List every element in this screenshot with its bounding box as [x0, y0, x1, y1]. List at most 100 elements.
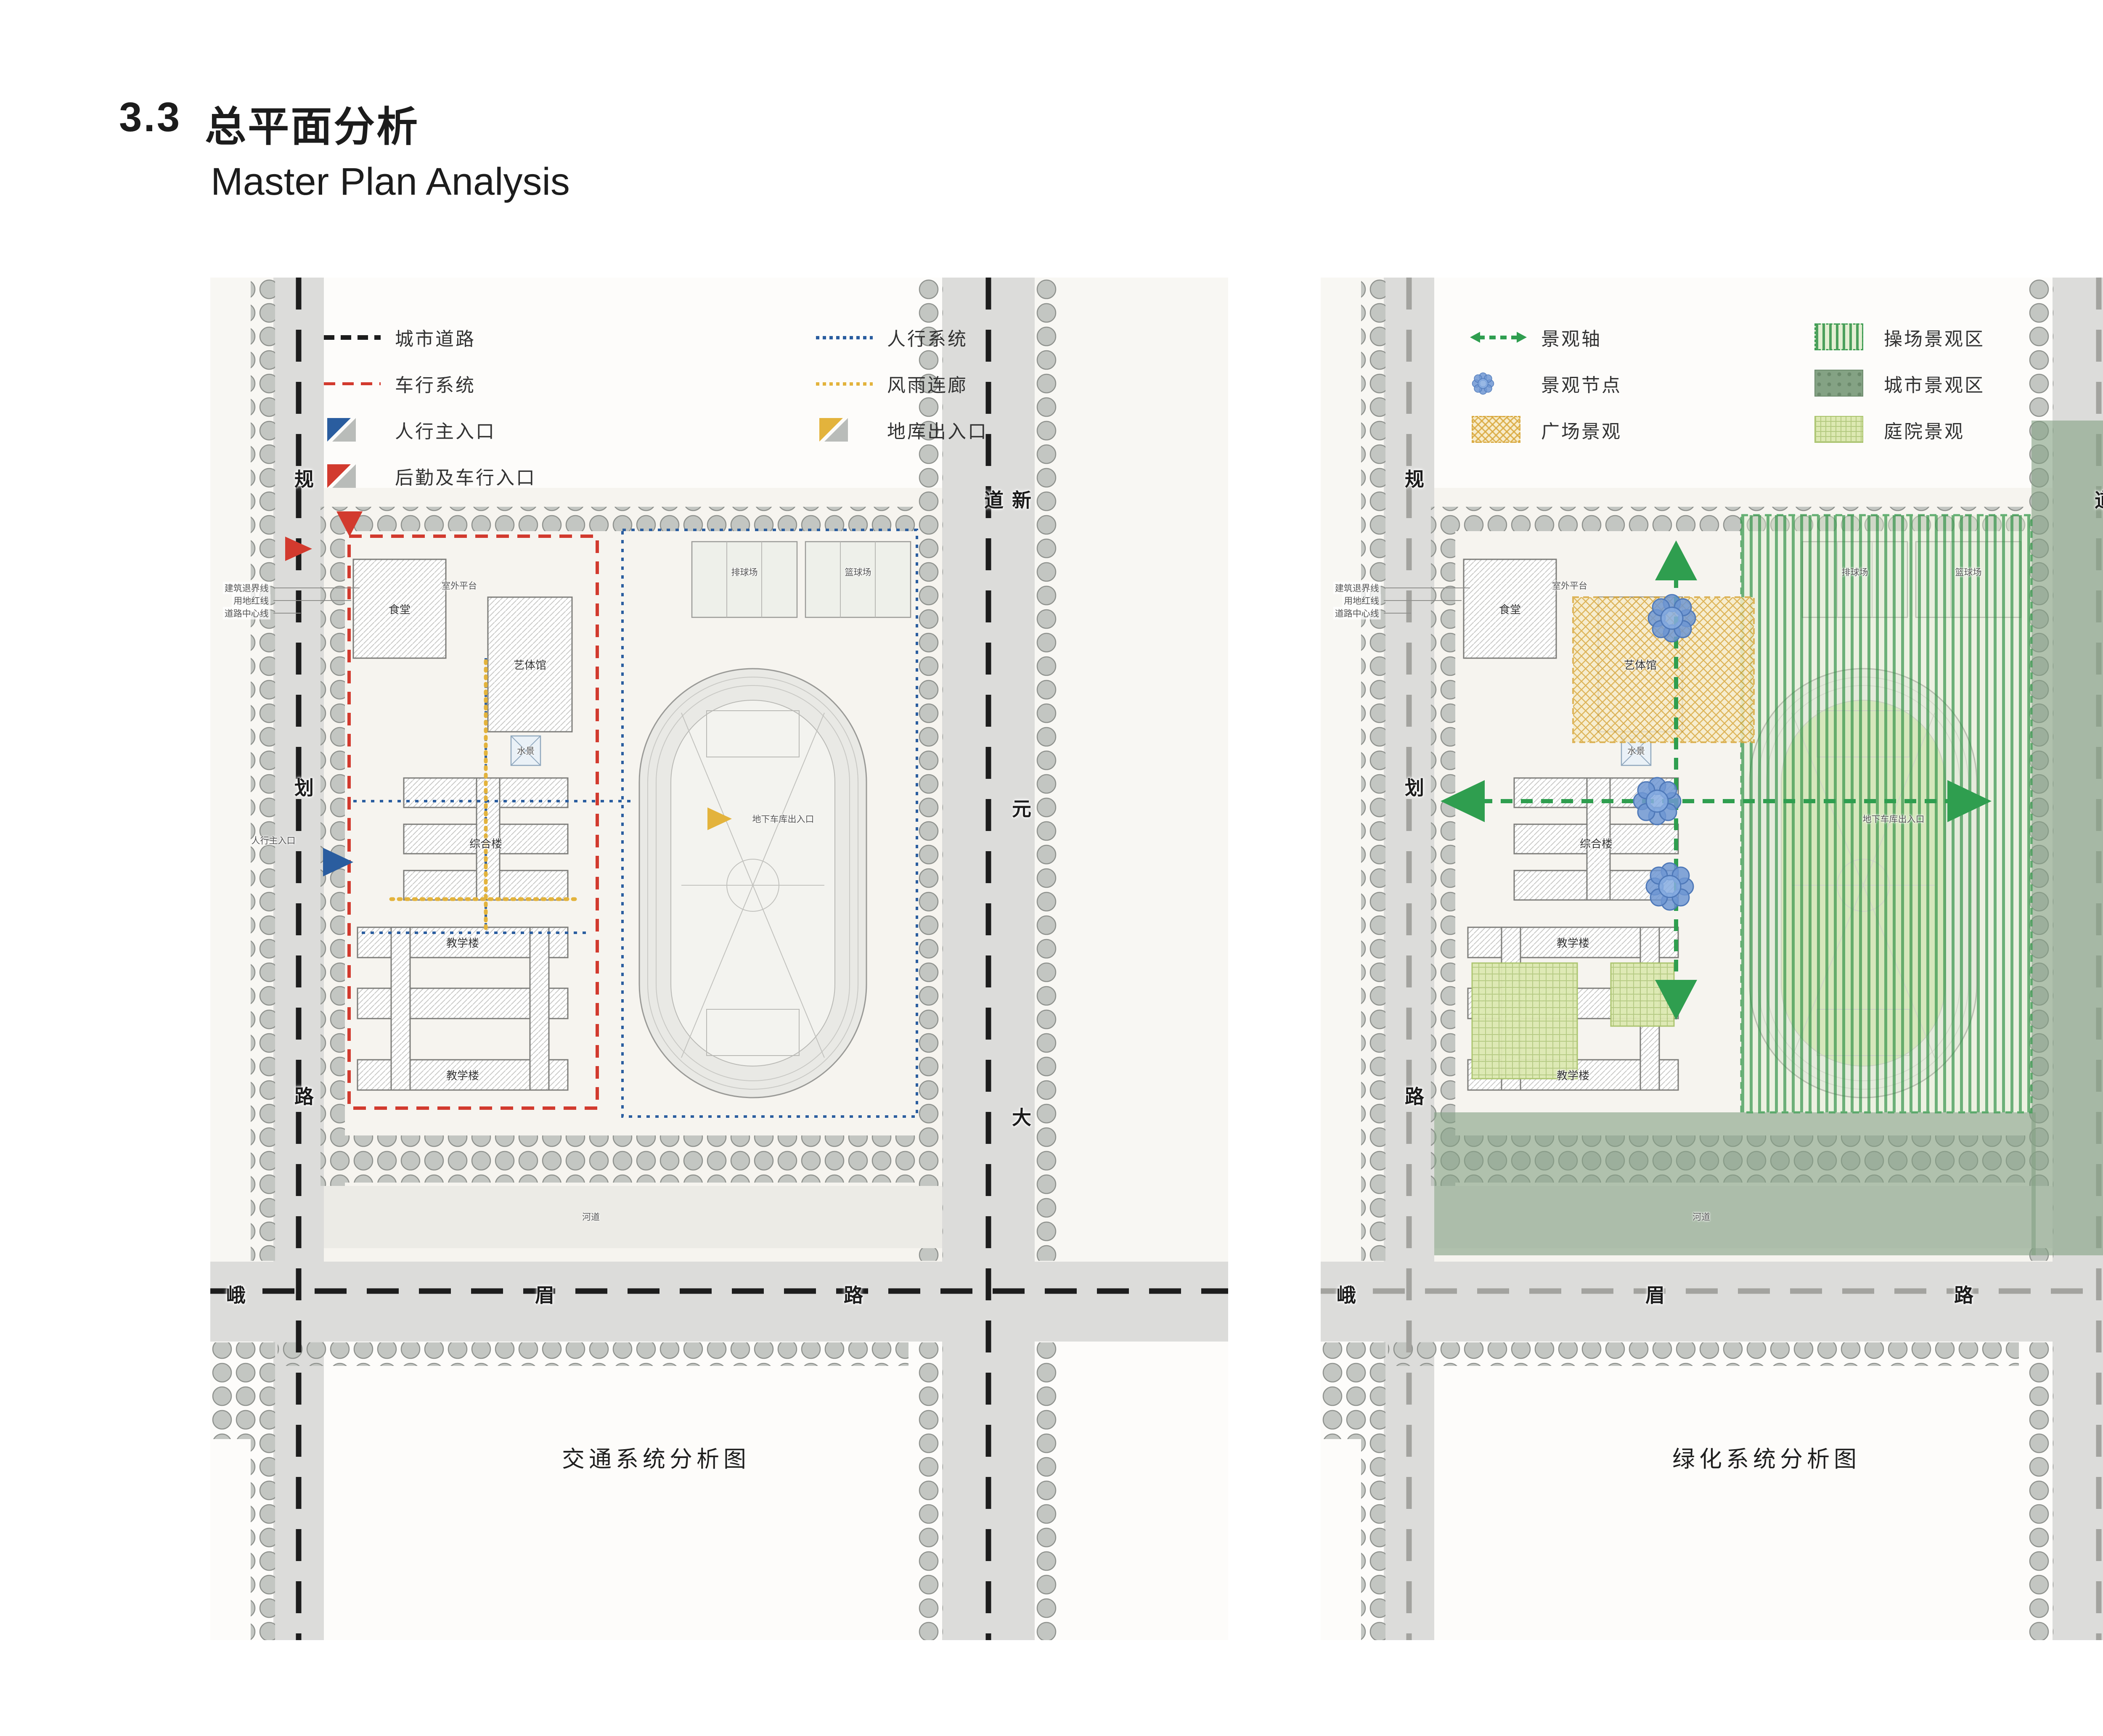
site-label-main-entry: 人行主入口 [251, 836, 296, 846]
legend-label: 操场景观区 [1884, 329, 1985, 349]
legend-label: 后勤及车行入口 [395, 468, 536, 488]
landscape-node [1645, 862, 1694, 911]
site-label-water: 水景 [517, 746, 535, 756]
landscape-node [1633, 777, 1682, 826]
road-name-west: 规划路 [1402, 469, 1424, 1395]
city-landscape-icon [1813, 368, 1870, 399]
playground-landscape-zone [1740, 514, 2033, 1114]
road-name-south: 峨眉路 [226, 1284, 1152, 1306]
legend-item-main-pedestrian-entrance: 人行主入口 [324, 415, 496, 445]
site-label-terrace: 室外平台 [1552, 581, 1587, 591]
legend-label: 庭院景观 [1884, 421, 1965, 442]
vehicle-dash-icon [324, 368, 381, 399]
legend-item-garage-entrance: 地库出入口 [816, 415, 988, 445]
axis-arrowheads [1441, 540, 1992, 1020]
city-road-dash-icon [324, 322, 381, 352]
legend-item-city-landscape: 城市景观区 [1813, 368, 1985, 399]
legend-item-plaza-landscape: 广场景观 [1470, 415, 1622, 445]
site-label-complex: 综合楼 [1579, 837, 1613, 850]
city-landscape-east [2031, 421, 2103, 1255]
site-label-teaching-a: 教学楼 [446, 937, 479, 950]
landscape-axes [1481, 576, 1952, 984]
site-label-basketball: 篮球场 [1955, 568, 1982, 577]
legend-item-courtyard-landscape: 庭院景观 [1813, 415, 1965, 445]
landscape-overlay [1434, 421, 2103, 1255]
site-label-garage-entry: 地下车库出入口 [752, 815, 814, 824]
green-analysis-panel: 景观轴 景观节点 广场景观 操场景观区 城市景观区 庭院景观 建筑退界线 用地红… [1321, 278, 2103, 1640]
legend-label: 人行系统 [887, 329, 968, 349]
legend-label: 城市景观区 [1884, 375, 1985, 396]
legend-item-city-road: 城市道路 [324, 322, 476, 352]
road-name-east: 新元大道 [2092, 490, 2103, 799]
page-title-en: Master Plan Analysis [211, 160, 570, 203]
road-name-east: 新元大道 [982, 490, 1031, 1416]
site-label-river: 河道 [582, 1212, 600, 1222]
site-label-teaching-a: 教学楼 [1556, 937, 1590, 950]
garage-entrance-icon [816, 415, 873, 445]
road-centerlines [210, 278, 1228, 1640]
traffic-system-overlay [285, 511, 918, 1118]
legend-item-service-entrance: 后勤及车行入口 [324, 461, 536, 491]
courtyard-landscape-icon [1813, 415, 1870, 445]
legend-item-landscape-axis: 景观轴 [1470, 322, 1602, 352]
section-number: 3.3 [119, 94, 182, 140]
site-label-basketball: 篮球场 [845, 568, 871, 577]
page-title: 3.3 总平面分析 [119, 93, 570, 153]
site-label-canteen: 食堂 [1499, 603, 1521, 616]
page-title-zh: 总平面分析 [205, 103, 420, 150]
landscape-node-icon [1470, 368, 1527, 399]
legend-label: 车行系统 [395, 375, 476, 396]
page-header: 3.3 总平面分析 Master Plan Analysis [119, 93, 570, 204]
site-label-complex: 综合楼 [469, 837, 503, 850]
green-site-plan-canvas [1321, 278, 2103, 1640]
note-building-setback: 建筑退界线 [1333, 582, 1381, 594]
site-label-volleyball: 排球场 [731, 568, 758, 577]
traffic-analysis-panel: 城市道路 车行系统 人行主入口 后勤及车行入口 人行系统 风雨连廊 地库出入口 … [210, 278, 1228, 1640]
site-label-terrace: 室外平台 [442, 581, 477, 591]
legend-item-covered-corridor: 风雨连廊 [816, 368, 968, 399]
city-landscape-south [1434, 1112, 2036, 1255]
site-label-art-gym: 艺体馆 [1624, 659, 1657, 672]
legend-label: 风雨连廊 [887, 375, 968, 396]
note-road-centerline: 道路中心线 [1333, 607, 1381, 619]
legend-label: 景观节点 [1541, 375, 1622, 396]
note-red-line: 用地红线 [232, 594, 271, 607]
setback-leader-lines [273, 587, 360, 614]
setback-leader-lines [1384, 587, 1470, 614]
site-label-water: 水景 [1627, 746, 1645, 756]
landscape-axis-icon [1470, 322, 1527, 352]
legend-label: 城市道路 [395, 329, 476, 349]
legend-label: 人行主入口 [395, 421, 496, 442]
legend-item-pedestrian-system: 人行系统 [816, 322, 968, 352]
legend-label: 地库出入口 [887, 421, 988, 442]
site-label-art-gym: 艺体馆 [513, 659, 547, 672]
pedestrian-dot-icon [816, 322, 873, 352]
note-road-centerline: 道路中心线 [222, 607, 270, 619]
running-track [638, 668, 867, 1098]
courtyard-landscape-a [1471, 962, 1578, 1080]
site-label-canteen: 食堂 [388, 603, 411, 616]
road-name-south: 峨眉路 [1337, 1284, 1973, 1306]
street-trees [210, 278, 1058, 1640]
site-label-garage-entry: 地下车库出入口 [1862, 815, 1925, 824]
note-building-setback: 建筑退界线 [222, 582, 270, 594]
traffic-map-caption: 交通系统分析图 [562, 1447, 750, 1472]
legend-label: 景观轴 [1541, 329, 1602, 349]
road-name-west: 规划路 [292, 469, 314, 1395]
note-red-line: 用地红线 [1342, 594, 1381, 607]
legend-item-vehicle-system: 车行系统 [324, 368, 476, 399]
service-entrance-icon [324, 461, 381, 491]
legend-item-playground-landscape: 操场景观区 [1813, 322, 1985, 352]
site-label-river: 河道 [1692, 1212, 1710, 1222]
traffic-site-plan-canvas [210, 278, 1228, 1640]
site-label-teaching-b: 教学楼 [1556, 1069, 1590, 1082]
plaza-landscape-icon [1470, 415, 1527, 445]
legend-label: 广场景观 [1541, 421, 1622, 442]
sports-courts [691, 541, 911, 618]
water-feature [510, 735, 541, 766]
site-label-volleyball: 排球场 [1841, 568, 1868, 577]
landscape-node [1647, 594, 1696, 643]
legend-item-landscape-node: 景观节点 [1470, 368, 1622, 399]
corridor-dot-icon [816, 368, 873, 399]
